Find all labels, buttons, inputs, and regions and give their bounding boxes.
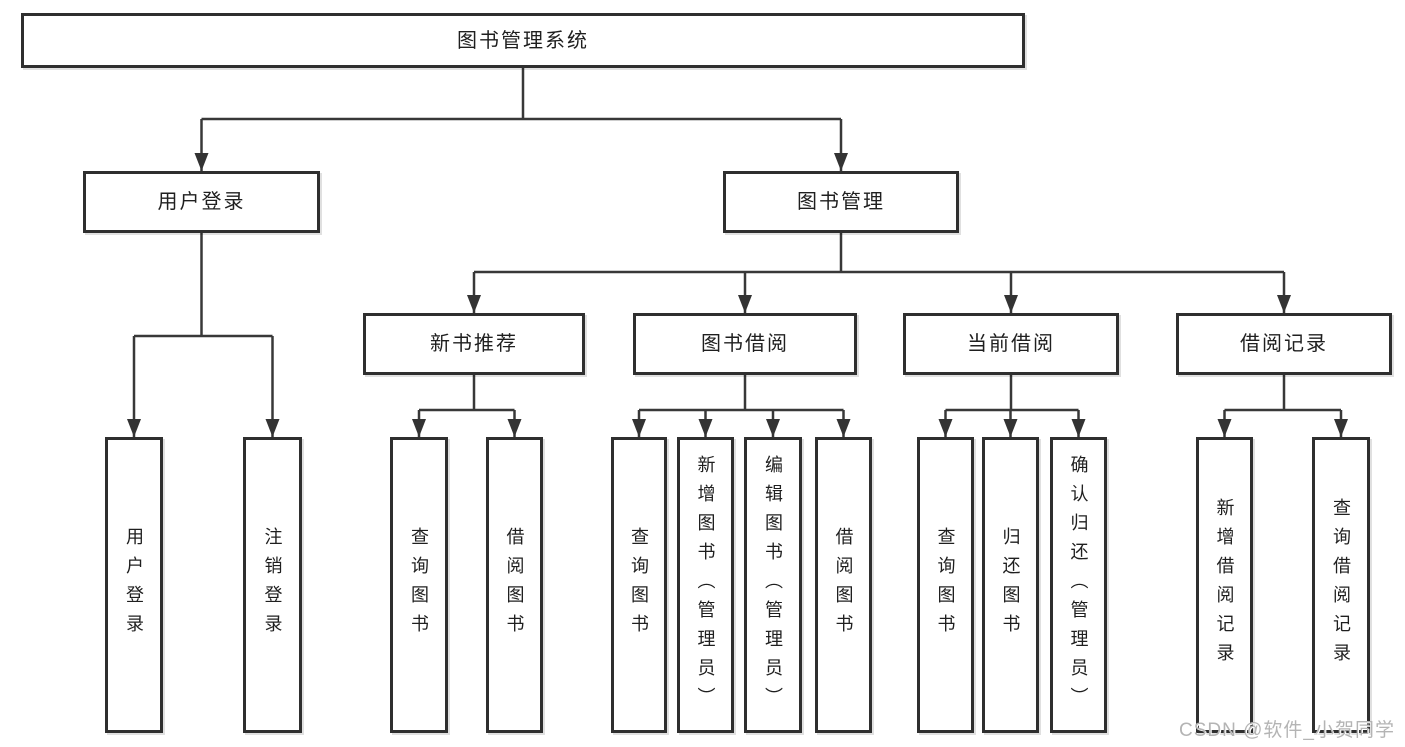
- leaf-borrow-books: 借阅图书: [815, 437, 872, 733]
- connector-new-book-recommend: [417, 375, 516, 437]
- leaf-edit-books-admin: 编辑图书（管理员）: [744, 437, 802, 733]
- connector-root: [200, 68, 843, 171]
- leaf-query-borrow-record: 查询借阅记录: [1312, 437, 1370, 733]
- leaf-query-borrow-record-label: 查询借阅记录: [1331, 498, 1351, 672]
- leaf-borrow-books-recommend: 借阅图书: [486, 437, 543, 733]
- leaf-add-books-admin: 新增图书（管理员）: [677, 437, 734, 733]
- node-borrow-records-label: 借阅记录: [1240, 333, 1328, 355]
- node-user-login-label: 用户登录: [157, 191, 246, 213]
- leaf-return-books: 归还图书: [982, 437, 1039, 733]
- node-root-label: 图书管理系统: [457, 29, 589, 52]
- node-book-management: 图书管理: [723, 171, 959, 233]
- leaf-return-books-label: 归还图书: [1000, 527, 1021, 643]
- leaf-query-books-current: 查询图书: [917, 437, 974, 733]
- leaf-confirm-return-admin: 确认归还（管理员）: [1050, 437, 1107, 733]
- arrowheads: [127, 153, 1348, 437]
- node-book-management-label: 图书管理: [797, 191, 885, 213]
- leaf-add-books-admin-label: 新增图书（管理员）: [695, 454, 716, 716]
- leaf-borrow-books-label: 借阅图书: [833, 527, 854, 643]
- node-root: 图书管理系统: [21, 13, 1025, 68]
- leaf-borrow-books-recommend-label: 借阅图书: [504, 527, 525, 643]
- watermark: CSDN @软件_小贺同学: [1179, 720, 1395, 741]
- connector-user-login: [132, 233, 274, 437]
- leaf-user-login-label: 用户登录: [124, 527, 144, 643]
- leaf-add-borrow-record: 新增借阅记录: [1196, 437, 1253, 733]
- leaf-logout-login: 注销登录: [243, 437, 302, 733]
- node-user-login: 用户登录: [83, 171, 320, 233]
- leaf-edit-books-admin-label: 编辑图书（管理员）: [763, 454, 783, 716]
- leaf-add-borrow-record-label: 新增借阅记录: [1214, 498, 1235, 672]
- leaf-logout-login-label: 注销登录: [262, 527, 283, 643]
- connector-borrow-records: [1223, 375, 1343, 437]
- leaf-query-books-recommend-label: 查询图书: [409, 527, 429, 643]
- node-current-borrow-label: 当前借阅: [967, 333, 1055, 355]
- leaf-confirm-return-admin-label: 确认归还（管理员）: [1068, 454, 1089, 716]
- node-new-book-recommend-label: 新书推荐: [430, 333, 518, 355]
- leaf-user-login: 用户登录: [105, 437, 163, 733]
- node-new-book-recommend: 新书推荐: [363, 313, 585, 375]
- leaf-query-books-recommend: 查询图书: [390, 437, 448, 733]
- node-book-borrow-label: 图书借阅: [701, 333, 789, 355]
- node-current-borrow: 当前借阅: [903, 313, 1119, 375]
- connector-book-borrow: [637, 375, 845, 437]
- connector-book-management: [472, 233, 1286, 313]
- leaf-query-books-current-label: 查询图书: [935, 527, 956, 643]
- leaf-query-books-borrow: 查询图书: [611, 437, 667, 733]
- leaf-query-books-borrow-label: 查询图书: [629, 527, 649, 643]
- node-book-borrow: 图书借阅: [633, 313, 857, 375]
- node-borrow-records: 借阅记录: [1176, 313, 1392, 375]
